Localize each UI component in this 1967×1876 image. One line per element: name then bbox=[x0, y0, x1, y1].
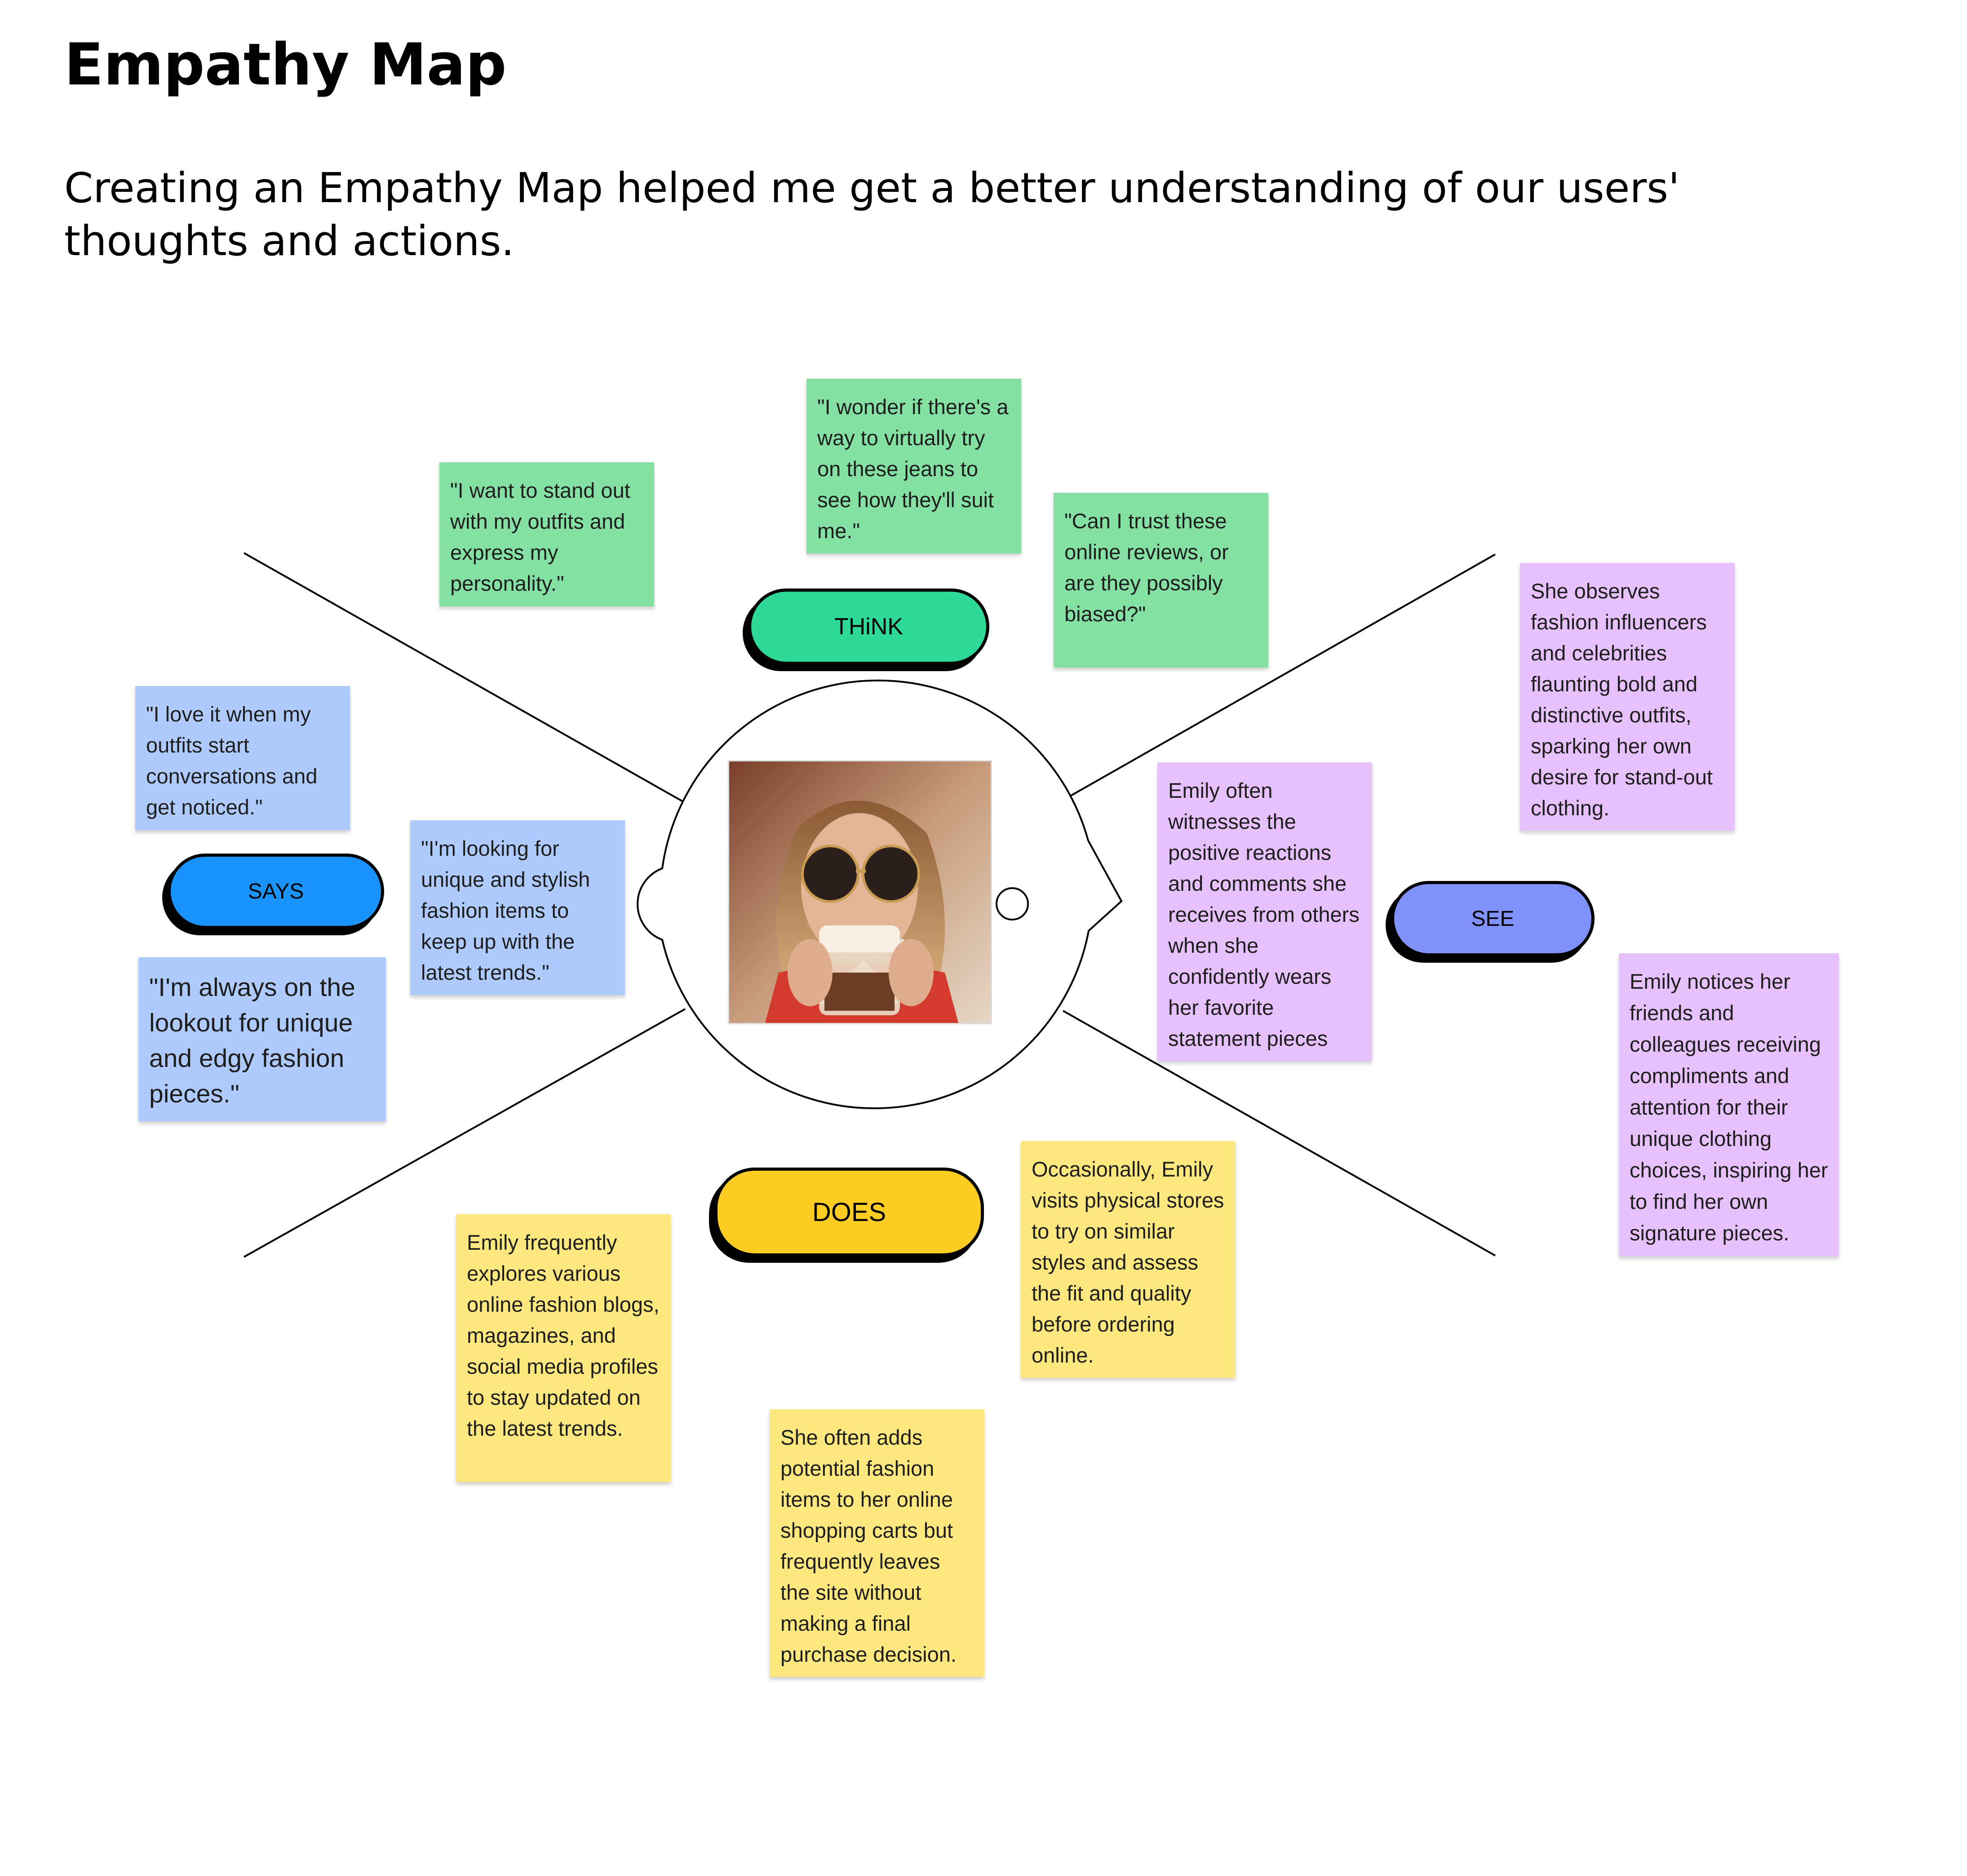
think-label-button[interactable]: THiNK bbox=[748, 588, 989, 665]
page-subtitle: Creating an Empathy Map helped me get a … bbox=[64, 164, 1680, 265]
think-note-1[interactable]: "I want to stand out with my outfits and… bbox=[439, 462, 654, 606]
page-title: Empathy Map bbox=[64, 31, 507, 98]
divider-line-top-right bbox=[1063, 553, 1496, 801]
says-note-3[interactable]: "I'm always on the lookout for unique an… bbox=[138, 957, 386, 1121]
see-note-3[interactable]: Emily notices her friends and colleagues… bbox=[1619, 953, 1839, 1257]
divider-line-bottom-right bbox=[1063, 1010, 1496, 1257]
does-note-1[interactable]: Emily frequently explores various online… bbox=[456, 1214, 671, 1482]
does-label-button[interactable]: DOES bbox=[714, 1168, 984, 1257]
persona-photo bbox=[728, 760, 992, 1024]
says-label-button[interactable]: SAYS bbox=[168, 854, 384, 929]
persona-photo-image bbox=[729, 761, 991, 1023]
think-note-2[interactable]: "I wonder if there's a way to virtually … bbox=[806, 379, 1021, 553]
divider-line-top-left bbox=[244, 552, 686, 804]
think-note-3[interactable]: "Can I trust these online reviews, or ar… bbox=[1054, 493, 1268, 668]
says-note-1[interactable]: "I love it when my outfits start convers… bbox=[135, 686, 350, 830]
says-note-2[interactable]: "I'm looking for unique and stylish fash… bbox=[410, 820, 625, 995]
does-note-3[interactable]: She often adds potential fashion items t… bbox=[770, 1409, 984, 1677]
see-note-2[interactable]: Emily often witnesses the positive react… bbox=[1157, 762, 1372, 1061]
divider-line-bottom-left bbox=[244, 1008, 686, 1258]
see-note-1[interactable]: She observes fashion influencers and cel… bbox=[1520, 563, 1735, 831]
see-label-button[interactable]: SEE bbox=[1391, 881, 1595, 956]
does-note-2[interactable]: Occasionally, Emily visits physical stor… bbox=[1021, 1141, 1236, 1378]
eye-circle bbox=[996, 887, 1029, 920]
